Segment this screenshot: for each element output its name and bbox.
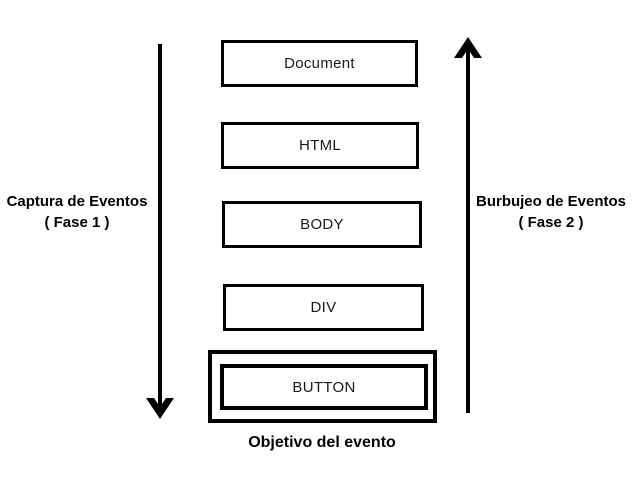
node-div: DIV (223, 284, 424, 331)
node-button-target-outline: BUTTON (208, 350, 437, 423)
node-body: BODY (222, 201, 422, 248)
node-div-label: DIV (310, 299, 337, 316)
capture-phase-label: Captura de Eventos ( Fase 1 ) (0, 191, 154, 233)
event-target-label: Objetivo del evento (248, 434, 396, 451)
capture-phase-label-line1: Captura de Eventos (6, 193, 148, 210)
node-document: Document (221, 40, 418, 87)
bubbling-phase-label: Burbujeo de Eventos ( Fase 2 ) (462, 191, 640, 233)
node-document-label: Document (284, 55, 355, 72)
node-html: HTML (221, 122, 419, 169)
node-html-label: HTML (298, 137, 342, 154)
bubbling-phase-label-line2: ( Fase 2 ) (518, 214, 584, 231)
capture-phase-label-line2: ( Fase 1 ) (44, 214, 110, 231)
node-body-label: BODY (300, 216, 344, 233)
node-button-label: BUTTON (292, 378, 356, 396)
node-button: BUTTON (220, 364, 428, 410)
bubbling-phase-label-line1: Burbujeo de Eventos (475, 193, 627, 210)
